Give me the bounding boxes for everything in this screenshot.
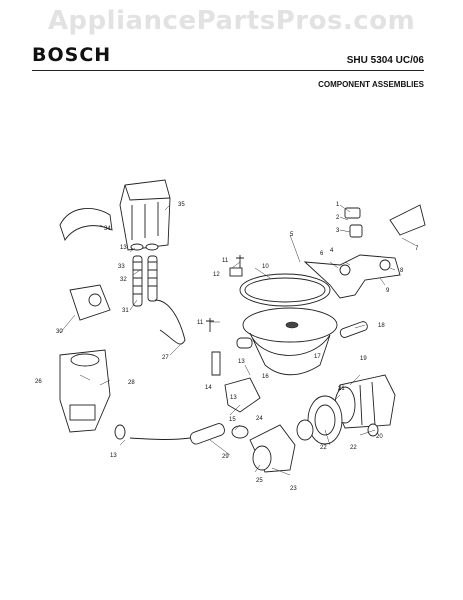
callout-22-second: 22 bbox=[320, 445, 327, 451]
callout-29: 29 bbox=[222, 454, 229, 460]
part-fill-hoses[interactable] bbox=[130, 243, 159, 307]
callout-13: 13 bbox=[238, 359, 245, 365]
part-connector[interactable] bbox=[339, 321, 368, 339]
callout-11: 11 bbox=[222, 258, 229, 264]
callout-4: 4 bbox=[330, 248, 334, 254]
callout-1: 1 bbox=[336, 202, 340, 208]
callout-3: 3 bbox=[336, 228, 340, 234]
part-screws[interactable] bbox=[206, 255, 244, 332]
part-float-switch[interactable] bbox=[69, 284, 111, 321]
part-circulation-pump[interactable] bbox=[231, 424, 296, 473]
brand-logo: BOSCH bbox=[32, 44, 112, 66]
callout-31: 31 bbox=[122, 308, 129, 314]
callout-17: 17 bbox=[314, 354, 321, 360]
part-sensor[interactable] bbox=[211, 337, 261, 413]
callout-10: 10 bbox=[262, 264, 269, 270]
section-title: COMPONENT ASSEMBLIES bbox=[318, 80, 424, 89]
callout-20: 20 bbox=[376, 434, 383, 440]
header-rule bbox=[32, 70, 424, 71]
callout-12: 12 bbox=[213, 272, 220, 278]
callout-15: 15 bbox=[229, 417, 236, 423]
callout-13-sensor: 13 bbox=[230, 395, 237, 401]
part-sump-ring[interactable] bbox=[239, 273, 331, 307]
callout-18: 18 bbox=[378, 323, 385, 329]
callout-27: 27 bbox=[162, 355, 169, 361]
part-sump[interactable] bbox=[242, 307, 338, 376]
part-pump-motor[interactable] bbox=[334, 374, 396, 429]
part-inlet-assembly[interactable] bbox=[303, 204, 426, 299]
callout-9: 9 bbox=[386, 288, 390, 294]
callout-11-lower: 11 bbox=[197, 320, 204, 326]
callout-28: 28 bbox=[128, 380, 135, 386]
callout-22: 22 bbox=[350, 445, 357, 451]
part-drain-hose[interactable] bbox=[114, 422, 226, 445]
callout-14: 14 bbox=[205, 385, 212, 391]
callout-21: 21 bbox=[338, 386, 345, 392]
callout-24: 24 bbox=[256, 416, 263, 422]
callout-7: 7 bbox=[415, 246, 419, 252]
callout-26: 26 bbox=[35, 379, 42, 385]
callout-8: 8 bbox=[400, 268, 404, 274]
callout-34: 34 bbox=[104, 226, 111, 232]
callout-19: 19 bbox=[360, 356, 367, 362]
callout-33: 33 bbox=[118, 264, 125, 270]
callout-30: 30 bbox=[56, 329, 63, 335]
watermark: AppliancePartsPros.com bbox=[47, 6, 416, 36]
part-pump-housing[interactable] bbox=[296, 395, 343, 445]
callout-2: 2 bbox=[336, 215, 340, 221]
callout-25: 25 bbox=[256, 478, 263, 484]
part-cap[interactable] bbox=[367, 423, 379, 437]
part-dispenser-housing[interactable] bbox=[59, 179, 171, 251]
callout-13-dispenser: 13 bbox=[120, 245, 127, 251]
model-number: SHU 5304 UC/06 bbox=[346, 55, 424, 66]
callout-13-hose: 13 bbox=[110, 453, 117, 459]
callout-35: 35 bbox=[178, 202, 185, 208]
callout-5: 5 bbox=[290, 232, 294, 238]
callout-16: 16 bbox=[262, 374, 269, 380]
callout-23: 23 bbox=[290, 486, 297, 492]
part-long-hose[interactable] bbox=[154, 299, 186, 345]
callout-32: 32 bbox=[120, 277, 127, 283]
callout-6: 6 bbox=[320, 251, 324, 257]
part-water-valve[interactable] bbox=[59, 349, 111, 433]
